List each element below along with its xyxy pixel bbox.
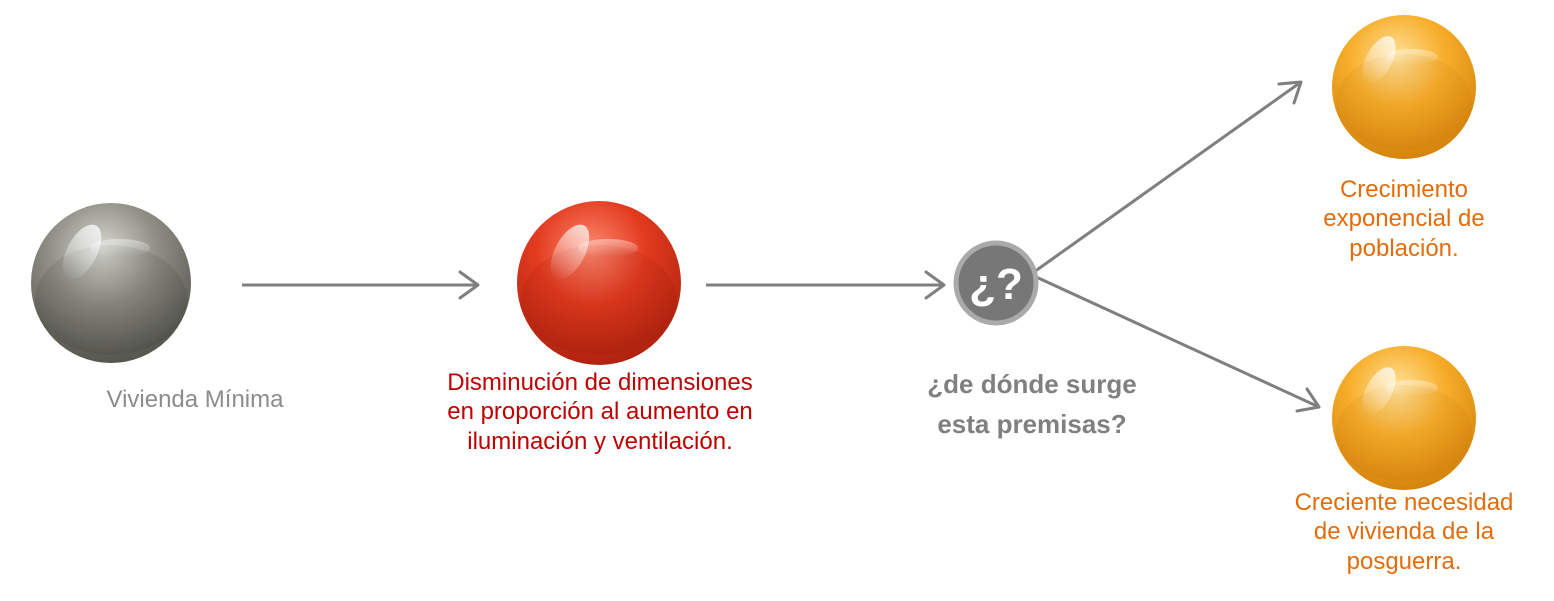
necesidad-label: Creciente necesidad de vivienda de la po…	[1294, 489, 1514, 575]
question-icon: ¿?	[953, 240, 1039, 326]
orange-sphere-bottom-icon	[1332, 346, 1476, 490]
arrow-1	[242, 270, 480, 300]
question-label: ¿de dónde surge esta premisas?	[927, 369, 1137, 440]
orange-sphere-top-icon	[1332, 15, 1476, 159]
red-sphere-icon	[517, 201, 681, 365]
arrow-2	[706, 270, 946, 300]
disminucion-label: Disminución de dimensiones en proporción…	[447, 369, 753, 455]
question-symbol: ¿?	[969, 260, 1023, 309]
arrow-down	[1033, 274, 1321, 413]
gray-sphere-icon	[31, 203, 191, 363]
arrow-up	[1033, 80, 1303, 274]
vivienda-minima-label: Vivienda Mínima	[106, 386, 284, 413]
crecimiento-label: Crecimiento exponencial de población.	[1323, 176, 1485, 262]
